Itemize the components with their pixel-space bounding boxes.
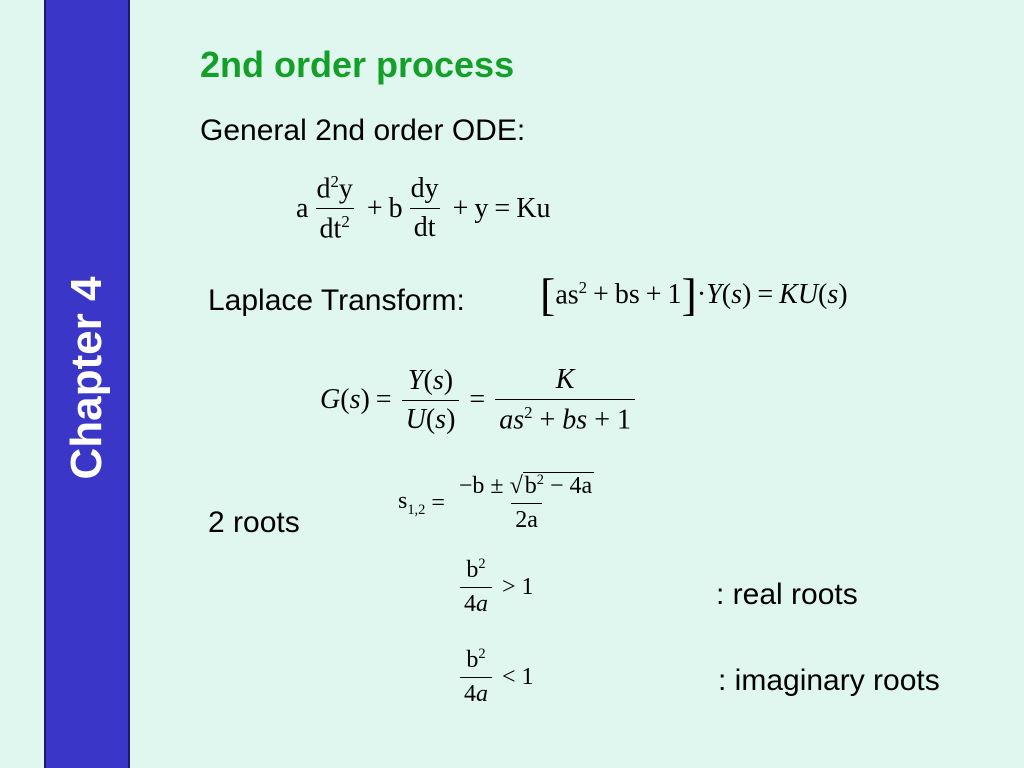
- laplace-label: Laplace Transform:: [208, 284, 465, 317]
- roots-label: 2 roots: [208, 506, 300, 539]
- sidebar-band: Chapter 4: [44, 0, 130, 768]
- real-roots-label: : real roots: [716, 578, 858, 611]
- imaginary-roots-label: : imaginary roots: [718, 664, 940, 697]
- ode-heading: General 2nd order ODE:: [200, 114, 526, 147]
- chapter-label: Chapter 4: [62, 276, 111, 480]
- laplace-equation: [as2+bs+1] ·Y(s)=KU(s): [540, 269, 848, 320]
- slide-title: 2nd order process: [200, 44, 515, 85]
